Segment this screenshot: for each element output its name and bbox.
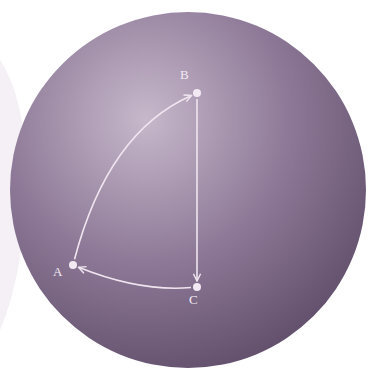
arc-arrow (75, 95, 192, 259)
vertex-point: C (193, 283, 201, 291)
vertex-point: A (69, 261, 77, 269)
arc-arrow (196, 99, 198, 281)
arc-arrow (79, 267, 191, 288)
vertex-label: A (53, 264, 61, 279)
vertex-label: B (180, 67, 188, 82)
vertex-label: C (189, 292, 197, 307)
vertex-point: B (193, 89, 201, 97)
sphere (10, 12, 366, 368)
